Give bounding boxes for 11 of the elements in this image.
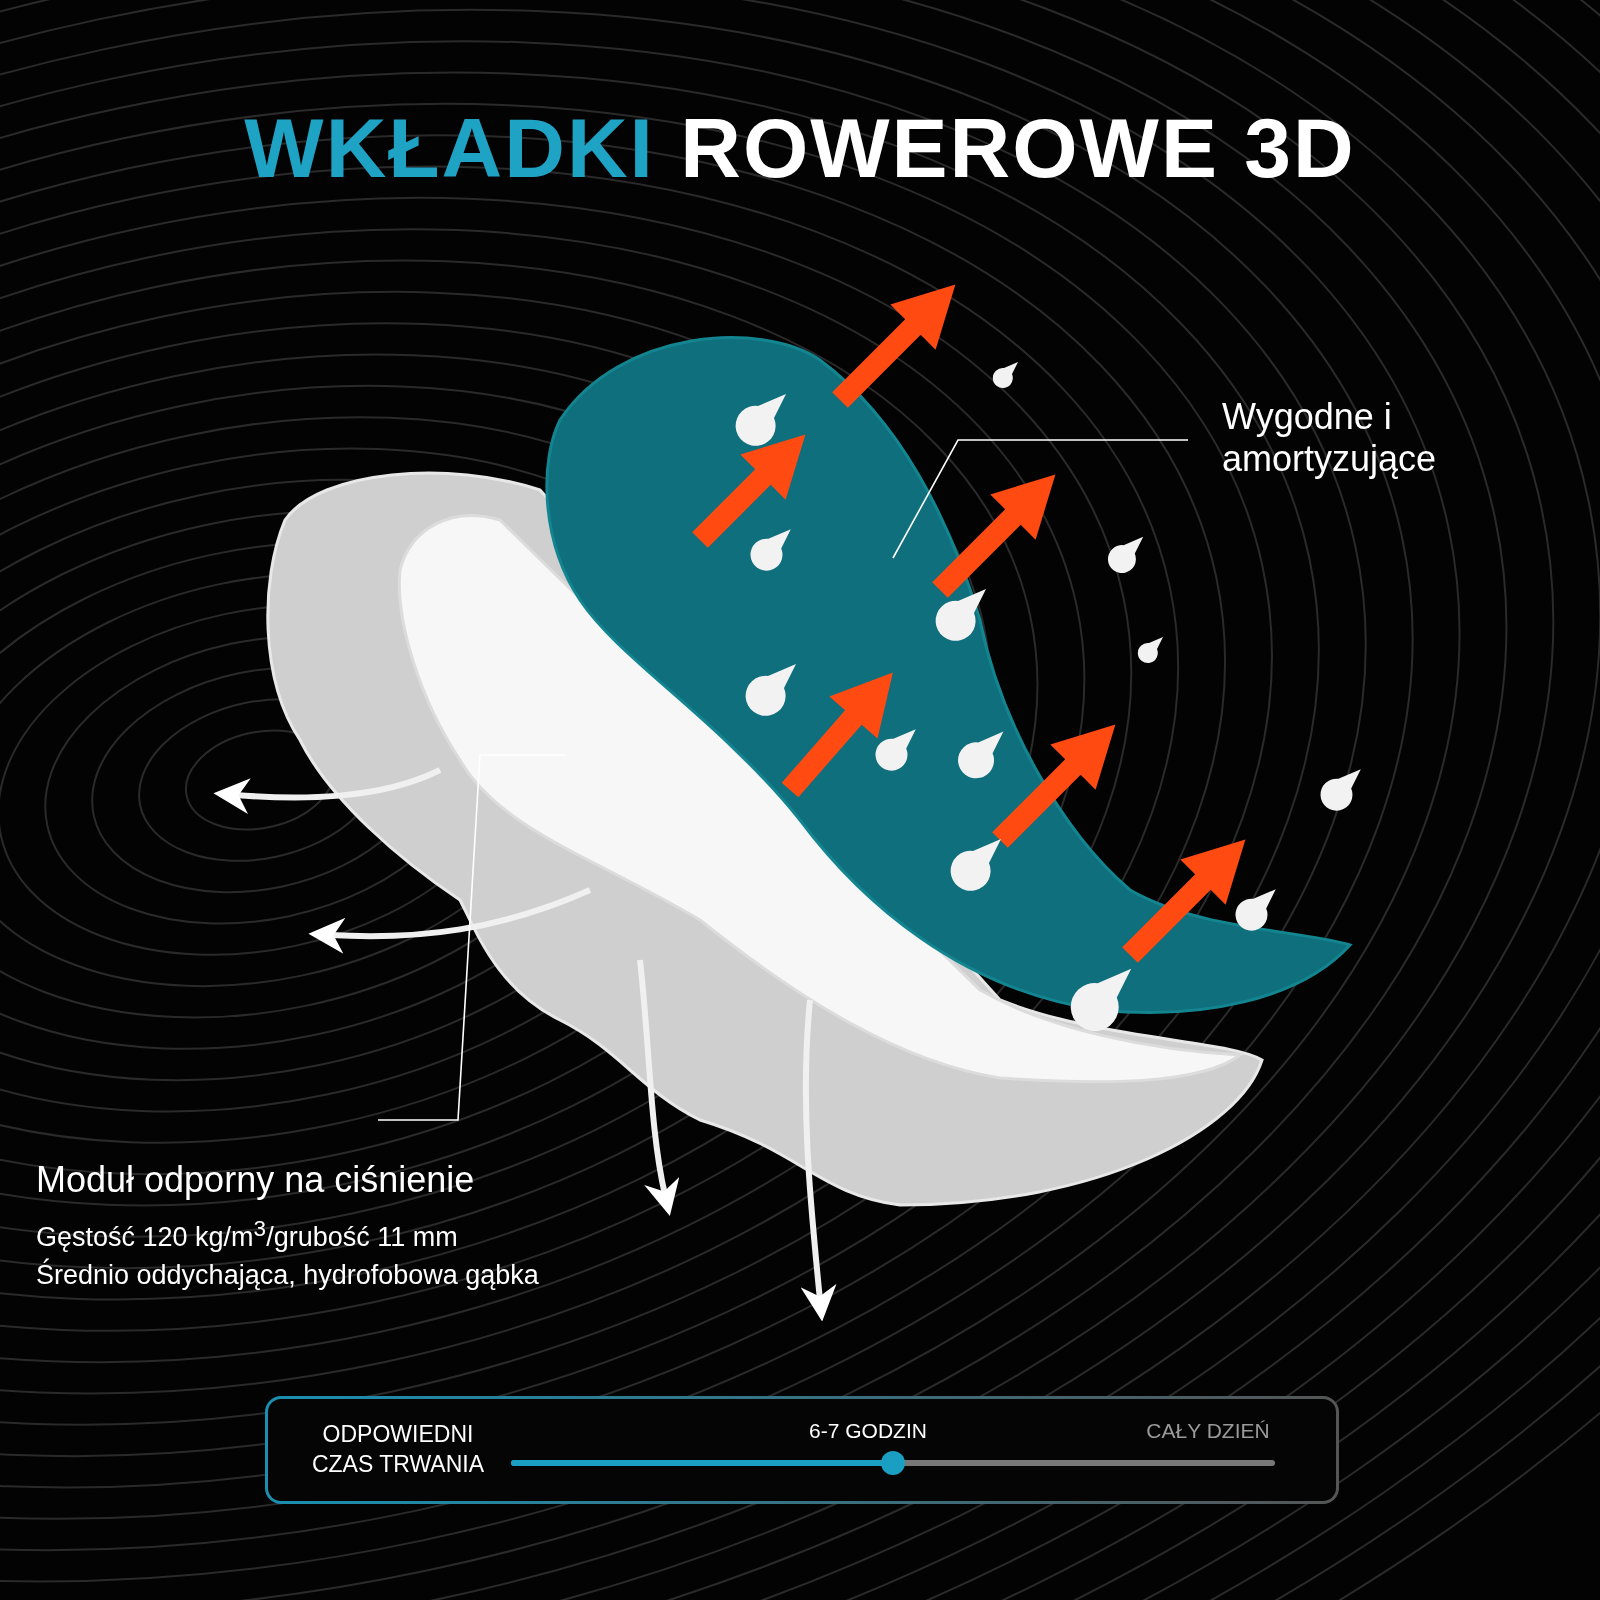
spec-line: Średnio oddychająca, hydrofobowa gąbka (36, 1257, 540, 1292)
foam-module-layer (397, 514, 1242, 1084)
callout-heading: Moduł odporny na ciśnienie (36, 1158, 476, 1202)
slider-label: CAŁY DZIEŃ (1145, 1419, 1271, 1443)
slider-label: ODPOWIEDNI CZAS TRWANIA (310, 1420, 486, 1479)
leader-line (892, 439, 1189, 559)
callout-text: Wygodne i amortyzujące (1222, 396, 1512, 480)
title: WKŁADKI ROWEROWE 3D (243, 100, 1357, 197)
leader-line (377, 754, 566, 1121)
slider-value-label: 6-7 GODZIN (808, 1419, 928, 1443)
spec-line: Gęstość 120 kg/m$^{3}$/grubość 11 mm (36, 1215, 459, 1254)
